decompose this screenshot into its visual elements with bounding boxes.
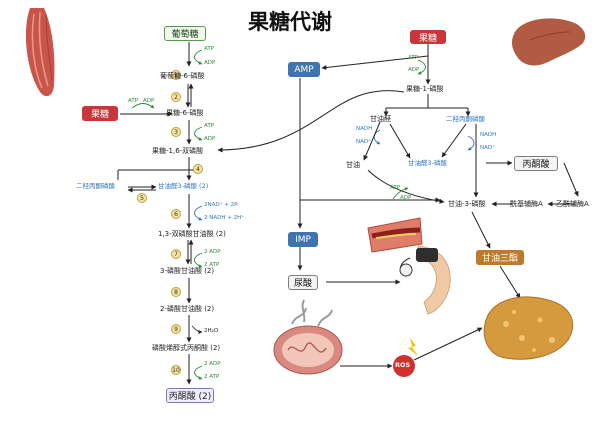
cofactor-curves	[131, 49, 426, 380]
amp-box: AMP	[288, 62, 320, 77]
pyruvate-right-box: 丙酮酸	[514, 156, 558, 171]
ros-illustration	[393, 338, 418, 377]
pep-label: 磷酸烯醇式丙酮酸 (2)	[152, 344, 221, 352]
atp-label: ATP	[128, 98, 139, 104]
step-number: 2	[171, 92, 181, 102]
f6p-label: 果糖-6-磷酸	[166, 109, 204, 117]
fructose-left-box: 果糖	[82, 106, 118, 121]
adp-label: ADP	[400, 195, 412, 201]
fructose-pathway-arrows	[217, 44, 579, 369]
nadh-label: NADH	[356, 126, 373, 132]
page-title: 果糖代谢	[248, 10, 332, 34]
pg2-label: 2-磷酸甘油酸 (2)	[160, 305, 215, 313]
ros-label: ROS	[395, 361, 411, 369]
atp-label: ATP	[390, 185, 401, 191]
gald3p-label: 甘油醛3-磷酸	[408, 159, 447, 167]
two-adp-label: 2 ADP	[204, 361, 221, 367]
step-number: 4	[193, 164, 203, 174]
g3p-label: 甘油醛3-磷酸 (2)	[158, 182, 209, 190]
atp-label: ATP	[204, 123, 215, 129]
uric-acid-box: 尿酸	[288, 275, 318, 290]
nadh-out-label: 2 NADH + 2H⁺	[204, 215, 245, 221]
water-curve	[191, 325, 203, 334]
adp-label: ADP	[204, 60, 216, 66]
liver-illustration	[511, 18, 586, 66]
acetyl-coa-label: 乙酰辅酶A	[556, 200, 589, 208]
glucose-box: 葡萄糖	[164, 26, 206, 41]
fructose-top-box: 果糖	[410, 30, 446, 44]
arm-illustration	[399, 245, 451, 315]
g6p-label: 葡萄糖-6-磷酸	[160, 72, 205, 80]
imp-box: IMP	[288, 232, 318, 247]
step-number: 7	[171, 249, 181, 259]
dhap-hepatic-label: 二羟丙酮磷酸	[446, 115, 485, 123]
step-number: 8	[171, 287, 181, 297]
step-number: 9	[171, 324, 181, 334]
two-adp-label: 2 ADP	[204, 249, 221, 255]
adp-label: ADP	[408, 67, 420, 73]
dhap-label: 二羟丙酮磷酸	[76, 182, 115, 190]
nad-label: NAD⁺	[480, 145, 496, 151]
atp-label: ATP	[408, 55, 419, 61]
glycerol-label: 甘油	[346, 161, 360, 169]
acyl-coa-label: 酰基辅酶A	[510, 200, 543, 208]
adp-label: ADP	[143, 98, 155, 104]
two-atp-label: 2 ATP	[204, 374, 220, 380]
step-number: 1	[171, 70, 181, 80]
two-atp-label: 2 ATP	[204, 262, 220, 268]
mitochondria-illustration	[273, 299, 343, 375]
glycerol3p-label: 甘油-3-磷酸	[448, 200, 486, 208]
nad-in-label: 2NAD⁺ + 2Pᵢ	[204, 202, 239, 208]
glyceraldehyde-label: 甘油醛	[370, 115, 391, 123]
fatty-liver-illustration	[483, 296, 573, 360]
f16bp-label: 果糖-1,6-双磷酸	[152, 147, 204, 155]
bpg-label: 1,3-双磷酸甘油酸 (2)	[158, 230, 226, 238]
atp-label: ATP	[204, 46, 215, 52]
water-label: 2H₂O	[204, 328, 219, 334]
f1p-label: 果糖-1-磷酸	[406, 85, 444, 93]
blood-vessel-illustration	[367, 217, 423, 253]
glycolysis-arrows	[117, 42, 200, 385]
triglyceride-box: 甘油三酯	[476, 250, 524, 265]
step-number: 3	[171, 127, 181, 137]
pg3-label: 3-磷酸甘油酸 (2)	[160, 267, 215, 275]
pyruvate-bottom-box: 丙酮酸 (2)	[166, 388, 214, 403]
step-number: 10	[171, 365, 181, 375]
muscle-illustration	[25, 8, 55, 97]
step-number: 5	[137, 193, 147, 203]
nadh-label: NADH	[480, 132, 497, 138]
adp-label: ADP	[204, 136, 216, 142]
nad-label: NAD⁺	[356, 139, 372, 145]
step-number: 6	[171, 209, 181, 219]
